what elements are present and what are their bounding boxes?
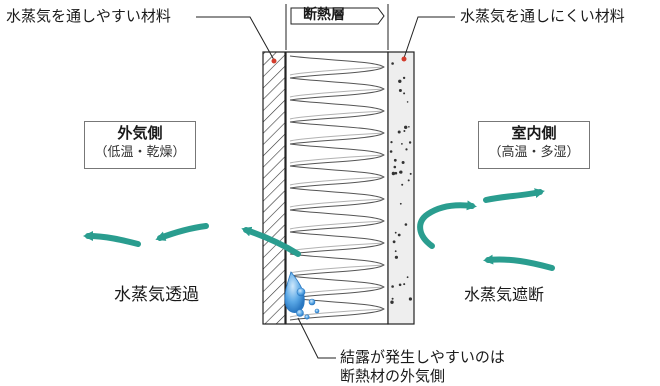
outside-subtitle: （低温・乾燥） <box>94 145 186 160</box>
right-material-label: 水蒸気を通しにくい材料 <box>460 7 625 25</box>
vapor-pass-label: 水蒸気透過 <box>114 285 199 305</box>
right-pointer-dot <box>401 56 407 62</box>
outside-side-box: 外気側 （低温・乾燥） <box>84 121 196 169</box>
inside-title: 室内側 <box>511 124 557 142</box>
left-material-pointer <box>196 16 275 61</box>
insulation-layer <box>285 51 389 325</box>
condensation-note-line2: 断熱材の外気側 <box>340 367 446 385</box>
outside-title: 外気側 <box>117 124 163 142</box>
vapor-block-label: 水蒸気遮断 <box>464 285 545 304</box>
left-pointer-dot <box>271 58 277 64</box>
inside-side-box: 室内側 （高温・多湿） <box>478 121 590 169</box>
water-droplet-icon <box>284 271 320 320</box>
right-material-pointer <box>403 16 455 59</box>
insulation-label-frame <box>290 7 385 25</box>
vapor-flow-arrow-icon <box>83 223 301 257</box>
vapor-flow-arrow-icon <box>417 188 555 271</box>
insulation-layer-label: 断熱層 <box>303 7 345 23</box>
outer-hatched-material <box>262 51 286 325</box>
inner-board <box>387 51 415 325</box>
condensation-pointer <box>297 317 336 359</box>
condensation-note-line1: 結露が発生しやすいのは <box>340 348 505 366</box>
left-material-label: 水蒸気を通しやすい材料 <box>6 7 171 25</box>
inner-board-dots <box>389 62 412 304</box>
inside-subtitle: （高温・多湿） <box>488 145 580 160</box>
